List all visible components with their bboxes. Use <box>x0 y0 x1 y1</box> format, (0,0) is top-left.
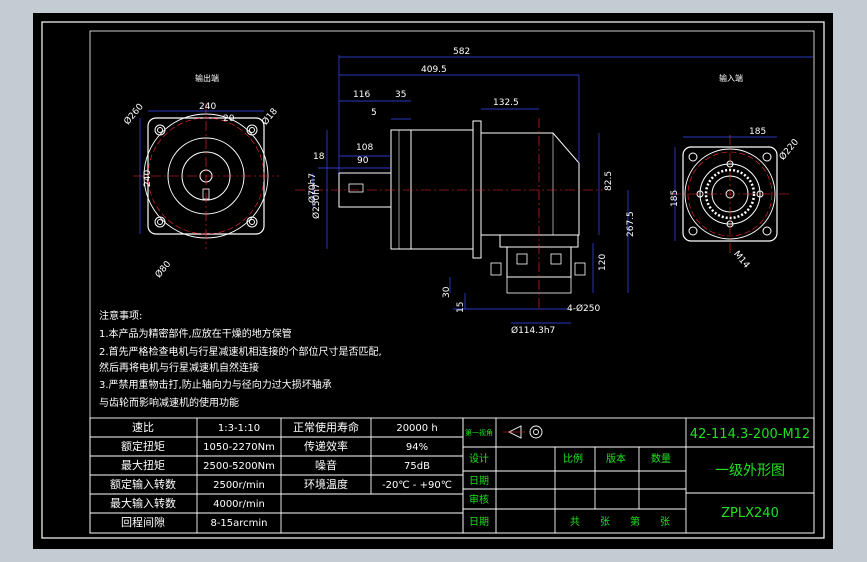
dim-409: 409.5 <box>421 65 447 75</box>
projection-symbol-icon <box>503 425 543 439</box>
spec-value: 2500-5200Nm <box>203 461 275 472</box>
dim-phi260: Ø260 <box>122 101 146 127</box>
spec-key: 正常使用寿命 <box>293 420 359 434</box>
check-label: 审核 <box>469 493 489 506</box>
spec-key: 传递效率 <box>304 439 348 453</box>
spec-value: -20℃ - +90℃ <box>382 480 452 491</box>
design-label: 设计 <box>469 452 489 465</box>
sheets-label: 共 张 第 张 <box>570 515 670 528</box>
spec-key: 环境温度 <box>304 477 348 491</box>
dim-18: 18 <box>313 152 325 162</box>
spec-value: 1050-2270Nm <box>203 442 275 453</box>
spec-key: 最大输入转数 <box>110 496 176 510</box>
spec-value: 8-15arcmin <box>210 518 267 529</box>
dim-phi70: Ø70h7 <box>307 173 318 203</box>
note-3b: 与齿轮而影响减速机的使用功能 <box>99 396 239 409</box>
notes-title: 注意事项: <box>99 309 142 322</box>
title-block-frame <box>462 417 815 534</box>
spec-key: 速比 <box>132 421 154 434</box>
note-2: 2.首先严格检查电机与行星减速机相连接的个部位尺寸是否匹配, <box>99 345 382 358</box>
spec-value: 94% <box>406 442 428 453</box>
notes: 注意事项: 1.本产品为精密部件,应放在干燥的地方保管 2.首先严格检查电机与行… <box>99 309 382 409</box>
note-1: 1.本产品为精密部件,应放在干燥的地方保管 <box>99 327 292 340</box>
dim-4-phi250: 4-Ø250 <box>567 303 601 314</box>
dim-20: 20 <box>223 114 235 124</box>
spec-value: 2500r/min <box>213 480 265 491</box>
spec-key: 回程间隙 <box>121 515 165 529</box>
cad-drawing: 输出端 240 20 240 Ø260 Ø18 Ø80 <box>41 21 825 539</box>
spec-key: 噪音 <box>315 458 337 472</box>
spec-key: 额定扭矩 <box>121 439 165 453</box>
dim-phi80: Ø80 <box>153 259 174 280</box>
dim-120: 120 <box>598 254 608 271</box>
spec-value: 75dB <box>404 461 430 472</box>
drawing-canvas: 输出端 240 20 240 Ø260 Ø18 Ø80 <box>33 13 833 549</box>
input-end-label: 输入端 <box>719 73 743 83</box>
spec-rows: 速比 1:3-1:10 正常使用寿命 20000 h 额定扭矩 1050-227… <box>110 420 452 529</box>
scale-label: 比例 <box>563 452 583 465</box>
dim-185-top: 185 <box>749 127 766 137</box>
spec-value: 4000r/min <box>213 499 265 510</box>
dim-phi114: Ø114.3h7 <box>511 325 555 336</box>
note-2b: 然后再将电机与行星减速机自然连接 <box>99 361 259 374</box>
drawing-code: 42-114.3-200-M12 <box>690 427 810 442</box>
output-end-view: 输出端 240 20 240 Ø260 Ø18 Ø80 <box>122 73 280 280</box>
date-label-2: 日期 <box>469 516 489 528</box>
dim-116: 116 <box>353 90 370 100</box>
output-end-label: 输出端 <box>195 73 219 83</box>
dim-240-top: 240 <box>199 102 216 112</box>
dim-240-side: 240 <box>143 170 153 187</box>
note-3: 3.严禁用重物击打,防止轴向力与径向力过大损坏轴承 <box>99 378 332 391</box>
spec-key: 最大扭矩 <box>121 458 165 472</box>
dim-132: 132.5 <box>493 98 519 108</box>
dim-267: 267.5 <box>626 211 636 237</box>
dim-phi18: Ø18 <box>260 106 281 127</box>
side-view: 582 409.5 116 35 5 132.5 18 108 90 82.5 … <box>295 47 813 336</box>
dim-5: 5 <box>371 108 377 118</box>
dim-phi220: Ø220 <box>777 137 801 163</box>
drawing-name: 一级外形图 <box>715 463 785 479</box>
outer-border <box>41 21 825 539</box>
spec-value: 1:3-1:10 <box>218 423 260 434</box>
dim-15: 15 <box>456 302 466 313</box>
dim-108: 108 <box>356 143 373 153</box>
version-label: 版本 <box>606 452 626 465</box>
dim-m14: M14 <box>731 249 751 270</box>
input-end-view: 输入端 185 185 Ø220 M14 <box>670 73 801 271</box>
dim-185-side: 185 <box>670 190 680 207</box>
dim-35: 35 <box>395 90 406 100</box>
dim-30: 30 <box>442 286 452 298</box>
spec-value: 20000 h <box>396 423 437 434</box>
date-label-1: 日期 <box>469 475 489 487</box>
projection-label: 第一视角 <box>465 428 493 437</box>
dim-90: 90 <box>357 156 369 166</box>
dim-582: 582 <box>453 47 470 57</box>
dim-phi250h7: Ø250h7 <box>311 183 322 219</box>
dim-82: 82.5 <box>604 171 614 191</box>
spec-key: 额定输入转数 <box>110 477 176 491</box>
model-number: ZPLX240 <box>721 506 779 521</box>
quantity-label: 数量 <box>651 452 671 465</box>
